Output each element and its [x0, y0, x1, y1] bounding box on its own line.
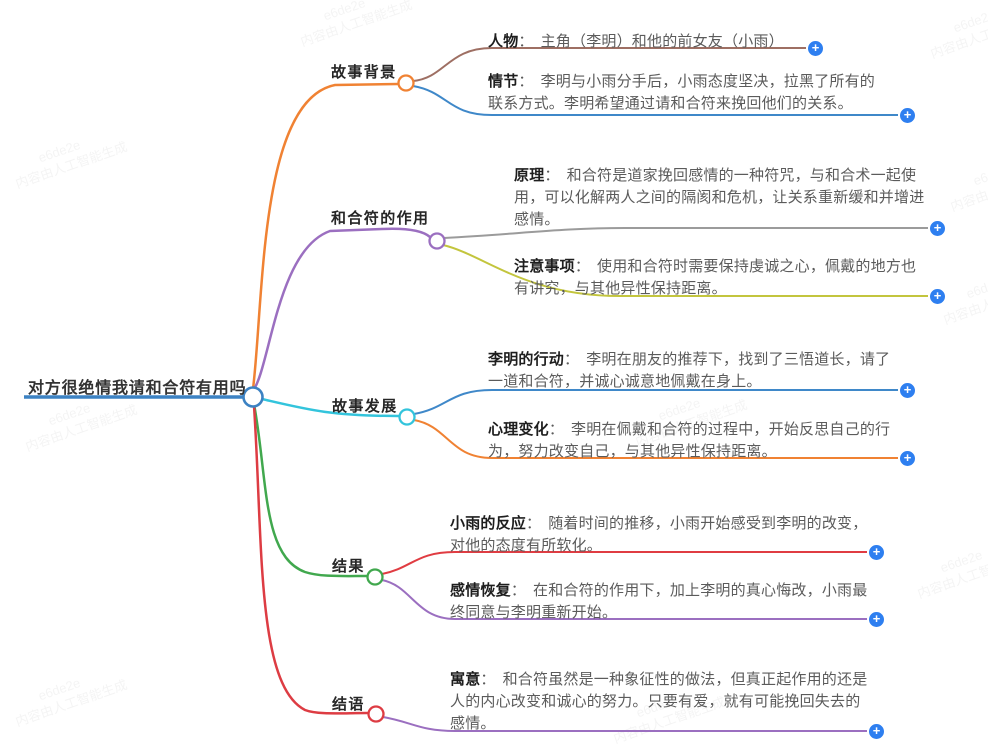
collapse-handle-talisman-effect[interactable]: [428, 232, 446, 250]
node-moral[interactable]: 寓意：和合符虽然是一种象征性的做法，但真正起作用的还是人的内心改变和诚心的努力。…: [450, 671, 868, 732]
node-psych-change[interactable]: 心理变化：李明在佩戴和合符的过程中，开始反思自己的行为，努力改变自己，与其他异性…: [488, 421, 891, 460]
node-precautions[interactable]: 注意事项：使用和合符时需要保持虔诚之心，佩戴的地方也有讲究，与其他异性保持距离。: [514, 258, 917, 297]
collapse-handle-conclusion[interactable]: [367, 705, 385, 723]
branch-result[interactable]: 结果: [332, 558, 365, 575]
add-child-button[interactable]: +: [869, 612, 884, 627]
node-person[interactable]: 人物：主角（李明）和他的前女友（小雨）: [488, 33, 784, 50]
edge-talisman-effect: [251, 227, 431, 393]
collapse-handle-story-development[interactable]: [398, 408, 416, 426]
edge-story-background: [251, 82, 399, 390]
add-child-button[interactable]: +: [900, 108, 915, 123]
node-xiaoyu-reaction[interactable]: 小雨的反应：随着时间的推移，小雨开始感受到李明的改变，对他的态度有所软化。: [450, 515, 868, 554]
add-child-button[interactable]: +: [869, 724, 884, 739]
edge-result: [252, 403, 368, 578]
collapse-handle-story-background[interactable]: [397, 74, 415, 92]
branch-story-development[interactable]: 故事发展: [332, 398, 398, 415]
node-recovery[interactable]: 感情恢复：在和合符的作用下，加上李明的真心悔改，小雨最终同意与李明重新开始。: [450, 582, 868, 621]
add-child-button[interactable]: +: [900, 383, 915, 398]
node-action[interactable]: 李明的行动：李明在朋友的推荐下，找到了三悟道长，请了一道和合符，并诚心诚意地佩戴…: [488, 351, 891, 390]
add-child-button[interactable]: +: [808, 41, 823, 56]
node-plot[interactable]: 情节：李明与小雨分手后，小雨态度坚决，拉黑了所有的联系方式。李明希望通过请和合符…: [488, 73, 876, 112]
collapse-handle-result[interactable]: [366, 568, 384, 586]
branch-story-background[interactable]: 故事背景: [331, 64, 397, 81]
edge-action: [413, 389, 898, 415]
add-child-button[interactable]: +: [900, 451, 915, 466]
branch-talisman-effect[interactable]: 和合符的作用: [331, 210, 430, 227]
root-node-label[interactable]: 对方很绝情我请和合符有用吗: [28, 380, 247, 397]
add-child-button[interactable]: +: [869, 545, 884, 560]
branch-conclusion[interactable]: 结语: [332, 696, 365, 713]
node-principle[interactable]: 原理：和合符是道家挽回感情的一种符咒，与和合术一起使用，可以化解两人之间的隔阂和…: [514, 167, 925, 228]
add-child-button[interactable]: +: [930, 289, 945, 304]
add-child-button[interactable]: +: [930, 221, 945, 236]
